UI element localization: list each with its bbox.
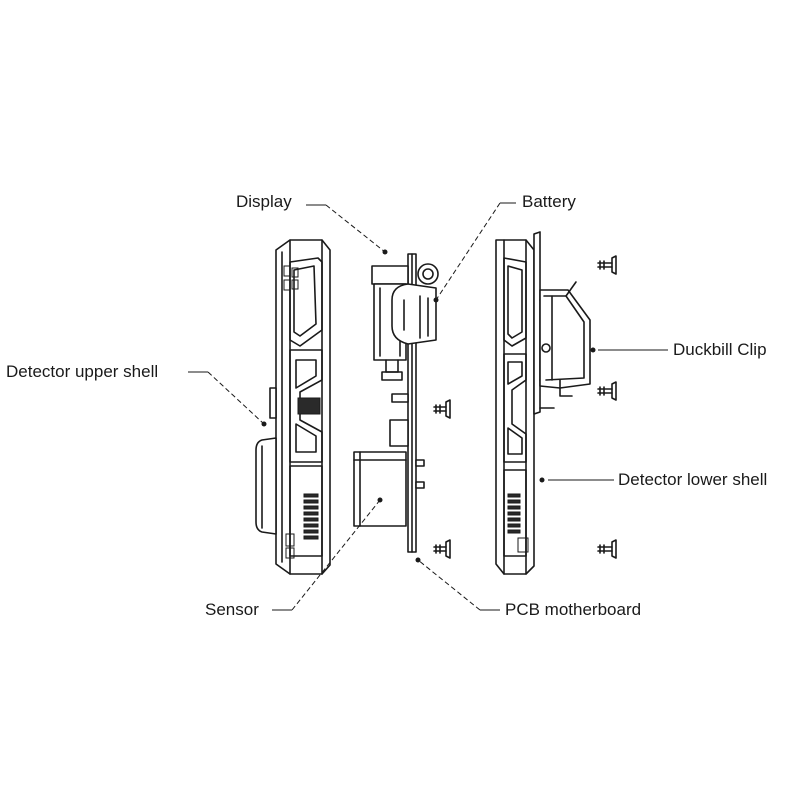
pcb-assembly	[353, 253, 439, 553]
label-duckbill-clip: Duckbill Clip	[673, 340, 767, 359]
lower-shell-vents	[507, 493, 521, 534]
detector-upper-shell	[255, 239, 331, 575]
duckbill-clip	[539, 281, 591, 409]
label-battery: Battery	[522, 192, 576, 211]
label-display: Display	[236, 192, 292, 211]
battery-module	[391, 263, 439, 345]
screw-icon	[433, 399, 451, 419]
screw-icon	[433, 539, 451, 559]
screw-icon	[597, 381, 617, 401]
screws	[433, 255, 617, 559]
sensor-module	[353, 451, 407, 527]
screw-icon	[597, 539, 617, 559]
upper-shell-vents	[303, 493, 319, 540]
leader-lines	[188, 202, 668, 611]
screw-icon	[597, 255, 617, 275]
label-sensor: Sensor	[205, 600, 259, 619]
detector-lower-shell	[495, 231, 549, 575]
label-detector-upper-shell: Detector upper shell	[6, 362, 159, 381]
label-pcb-motherboard: PCB motherboard	[505, 600, 642, 619]
label-detector-lower-shell: Detector lower shell	[618, 470, 768, 489]
